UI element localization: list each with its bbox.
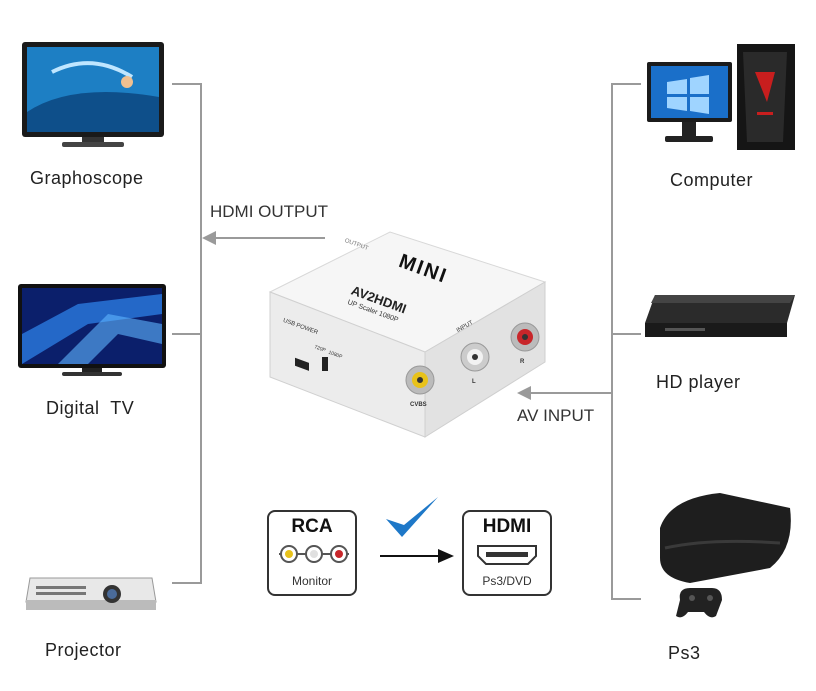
converter-box-icon [268,231,547,438]
projector-label: Projector [45,640,122,660]
tv-icon [22,42,164,147]
computer-icon [647,44,795,150]
conversion-arrow [380,549,454,563]
check-icon [386,497,438,537]
converter-cvbs: CVBS [410,402,427,408]
tv-icon [18,284,166,376]
left-bracket-mid [172,333,202,335]
converter-device: MINI AV2HDMI UP Scaler 1080P OUTPUT INPU… [260,212,550,442]
converter-r: R [520,359,525,365]
digital-tv-label: Digital TV [46,398,135,418]
hd-player-label: HD player [656,372,741,392]
projector-icon [25,577,157,610]
hdmi-legend-box: HDMI Ps3/DVD [462,510,552,596]
output-label: HDMI OUTPUT [210,202,329,221]
right-bracket-bottom [611,598,641,600]
ps3-label: Ps3 [668,643,701,663]
rca-legend-box: RCA Monitor [267,510,357,596]
digital-tv-device [18,284,166,379]
hdmi-port-icon [477,545,537,565]
hdmi-title: HDMI [482,516,532,537]
input-label: AV INPUT [517,406,595,425]
input-arrow [517,386,613,400]
hdmi-sub: Ps3/DVD [482,574,532,588]
graphoscope-label: Graphoscope [30,168,144,188]
right-bracket-top [611,83,641,85]
rca-sub: Monitor [291,574,332,588]
right-bracket-mid [611,333,641,335]
rca-title: RCA [291,516,333,537]
hd-player-device [645,293,797,343]
ps3-device [650,488,800,623]
rca-plugs-icon [279,545,349,563]
output-arrow [202,231,325,245]
left-bracket-top [172,83,202,85]
right-bracket-vertical [611,83,613,600]
computer-label: Computer [670,170,754,190]
computer-device [647,42,797,152]
graphoscope-device [22,42,164,152]
hd-player-icon [645,295,795,337]
projector-device [24,572,158,614]
left-bracket-bottom [172,582,202,584]
game-console-icon [660,493,791,618]
converter-l: L [472,379,476,385]
